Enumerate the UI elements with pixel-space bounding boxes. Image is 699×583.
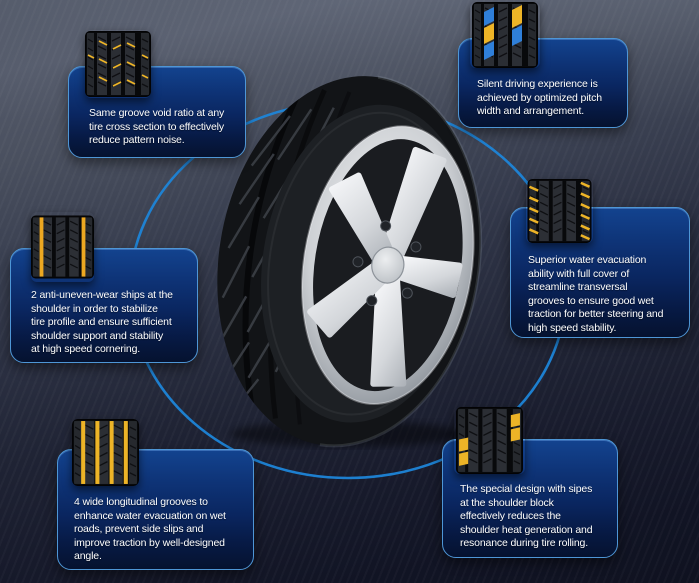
tread-closeup-pitch-blocks-thumbnail [470,2,540,68]
callout-longitudinal-grooves-text: 4 wide longitudinal grooves to enhance w… [74,496,226,562]
shoulder-rib-highlights [39,217,86,277]
tread-closeup-longitudinal-grooves-thumbnail [72,419,139,486]
tread-closeup-shoulder-ribs-thumbnail [31,212,94,282]
tread-closeup-shoulder-blocks-thumbnail [454,407,525,474]
lug-nuts [352,220,422,307]
callout-silent-driving-text: Silent driving experience is achieved by… [477,78,602,117]
center-tire-photo [217,75,483,448]
wheel-spokes [307,146,463,387]
callout-longitudinal-grooves: 4 wide longitudinal grooves to enhance w… [57,449,254,570]
callout-shoulder-sipes-text: The special design with sipes at the sho… [460,483,593,549]
tread-closeup-transversal-grooves-thumbnail [526,179,593,243]
callout-water-evacuation-text: Superior water evacuation ability with f… [528,254,664,334]
callout-pattern-noise: Same groove void ratio at any tire cross… [68,66,246,158]
pitch-block-highlights [484,5,522,60]
callout-pattern-noise-text: Same groove void ratio at any tire cross… [89,107,225,146]
alloy-wheel [301,125,475,406]
longitudinal-groove-highlights [81,421,128,484]
transversal-groove-highlights [528,181,591,241]
tread-closeup-yellow-sipes-thumbnail [85,30,151,98]
shoulder-block-highlights [459,413,520,466]
center-cap [371,246,405,284]
yellow-sipe-highlights [87,40,149,87]
callout-anti-uneven-wear-text: 2 anti-uneven-wear ships at the shoulder… [31,289,173,355]
